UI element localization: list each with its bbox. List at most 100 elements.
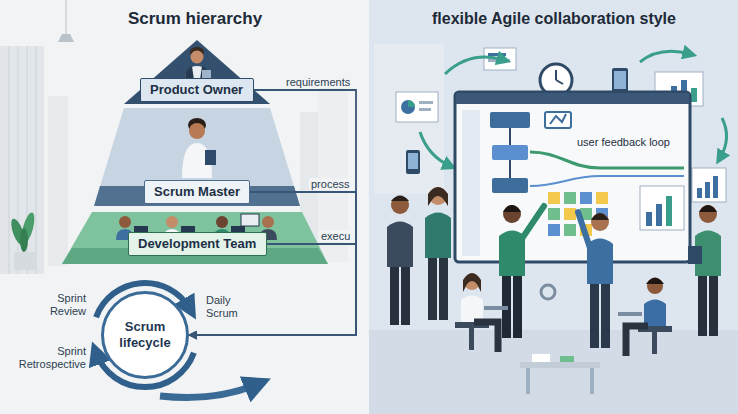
board-label: user feedback loop	[575, 136, 672, 148]
team-figures	[646, 278, 664, 285]
lifecycle-arrows	[160, 384, 258, 398]
connector-label: requirements	[284, 76, 352, 88]
floating-icons	[705, 182, 710, 198]
connector-label-box: requirements	[284, 76, 352, 88]
floating-icons	[691, 88, 697, 102]
team-figures	[601, 284, 610, 348]
team-figures	[698, 276, 707, 336]
connector-label-box: execu	[319, 230, 352, 242]
floating-icons	[396, 92, 438, 122]
cycle-label: Sprint Review	[28, 292, 86, 317]
team-figures	[513, 276, 522, 338]
team-figures	[429, 187, 447, 205]
team-figures	[391, 196, 409, 202]
team-figures	[387, 187, 721, 394]
board	[548, 208, 560, 220]
product-owner-figure	[185, 47, 211, 80]
background-buildings	[9, 46, 10, 274]
cycle-label: Daily Scrum	[206, 294, 262, 319]
team-figures	[526, 368, 530, 394]
board	[564, 208, 576, 220]
panel-heading: Scrum hierarchy	[128, 9, 262, 29]
board	[509, 160, 511, 178]
role-band: Development Team	[128, 232, 267, 256]
team-figures	[401, 267, 410, 325]
board	[492, 145, 528, 160]
team-figures	[428, 187, 448, 206]
team-figures	[590, 368, 594, 394]
team-figures	[699, 205, 717, 212]
plant	[14, 252, 36, 270]
role-label: Scrum Master	[154, 184, 240, 200]
plant	[9, 211, 37, 270]
background-buildings	[0, 0, 348, 274]
cycle-label-box: Sprint Retrospective	[4, 345, 86, 370]
connector-label-box: process	[309, 178, 352, 190]
floating-icons	[488, 53, 506, 56]
team-figures	[390, 267, 399, 325]
team-figures	[463, 273, 481, 292]
team-figures	[652, 332, 657, 354]
team-figures	[439, 258, 448, 320]
team-figures	[618, 312, 642, 316]
room-background	[369, 0, 738, 414]
board	[550, 114, 566, 124]
team-figures	[644, 300, 666, 327]
panel: Scrum hierarchyProduct OwnerScrum Master…	[0, 0, 369, 414]
floating-icons	[541, 285, 555, 299]
board	[646, 212, 652, 226]
team-figures	[590, 284, 599, 348]
agile-illustration	[369, 0, 738, 414]
board	[530, 152, 684, 168]
floating-icons	[555, 70, 557, 80]
background-buildings	[66, 0, 67, 34]
board	[548, 224, 560, 236]
team-figures	[521, 206, 544, 240]
plant	[20, 228, 28, 252]
lifecycle-label: Scrum lifecycle	[110, 319, 180, 350]
team-figures	[391, 196, 409, 214]
board	[564, 192, 576, 204]
development-team-figures	[262, 216, 274, 228]
role-band: Scrum Master	[144, 180, 250, 204]
pyramid	[62, 212, 328, 264]
board	[548, 192, 560, 204]
board	[455, 92, 690, 262]
board	[666, 196, 672, 226]
room-background	[374, 44, 444, 194]
scrum-master-figure	[205, 150, 216, 165]
role-label: Development Team	[138, 236, 257, 252]
board	[455, 92, 690, 262]
flow-connector	[189, 90, 356, 335]
team-figures	[425, 213, 451, 259]
board	[530, 176, 684, 186]
floating-icons	[692, 168, 726, 202]
room-background	[369, 330, 738, 414]
floating-icons	[408, 153, 418, 169]
floating-icons	[720, 118, 727, 158]
board	[490, 112, 530, 128]
floating-icons	[612, 68, 628, 94]
team-figures	[688, 246, 702, 264]
team-figures	[532, 354, 550, 362]
development-team-figures	[241, 214, 259, 226]
board	[640, 186, 684, 230]
floating-icons	[408, 100, 415, 107]
floating-icons	[401, 100, 415, 114]
floating-icons	[640, 51, 690, 62]
cycle-label-box: Sprint Review	[28, 292, 86, 317]
cycle-label-box: Daily Scrum	[206, 294, 262, 319]
flow-connector	[189, 192, 356, 335]
board	[509, 128, 511, 145]
pyramid	[62, 40, 328, 264]
development-team-figures	[119, 216, 131, 228]
scrum-master-figure	[189, 123, 205, 139]
product-owner-figure	[202, 70, 211, 78]
team-figures	[503, 205, 521, 223]
board	[656, 204, 662, 226]
team-figures	[387, 222, 413, 268]
lifecycle-circle: Scrum lifecycle	[101, 291, 189, 379]
board	[545, 112, 571, 128]
team-figures	[709, 276, 718, 336]
